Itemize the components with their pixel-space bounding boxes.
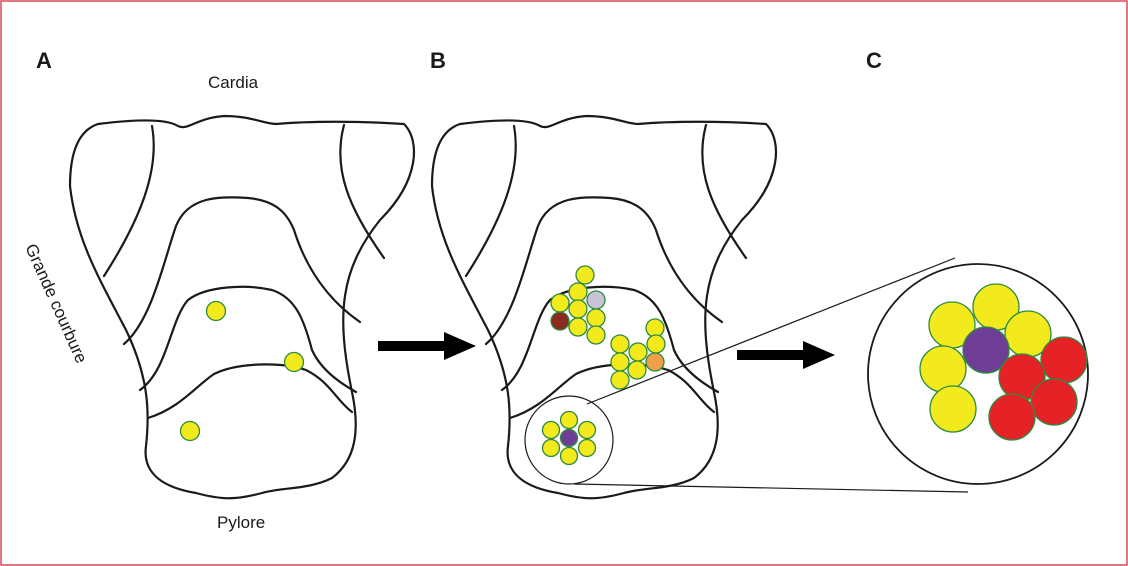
cell <box>551 294 569 312</box>
label-grande-courbure: Grande courbure <box>21 241 91 366</box>
cell-a-1 <box>207 302 226 321</box>
cell <box>543 422 560 439</box>
cell <box>576 266 594 284</box>
panel-label-a: A <box>36 48 52 73</box>
stomach-a-ridge-2 <box>140 287 356 392</box>
arrow-a-to-b <box>378 332 476 360</box>
cell-cluster-b2 <box>611 319 665 389</box>
arrow-b-to-c <box>737 341 835 369</box>
cell <box>561 448 578 465</box>
panel-label-b: B <box>430 48 446 73</box>
stomach-b-fold-right <box>702 125 746 258</box>
stomach-b-outline <box>432 116 776 498</box>
stomach-a-ridge-3 <box>148 364 352 418</box>
label-pylore: Pylore <box>217 513 265 532</box>
cell-red <box>1041 337 1087 383</box>
cell-a-2 <box>285 353 304 372</box>
cell <box>611 353 629 371</box>
cell <box>587 326 605 344</box>
stomach-b-ridge-3 <box>510 364 714 418</box>
cell <box>647 335 665 353</box>
cell <box>920 346 966 392</box>
cell <box>587 309 605 327</box>
cell <box>569 318 587 336</box>
cell-lavender <box>587 291 605 309</box>
stomach-a <box>70 116 414 498</box>
cell <box>930 386 976 432</box>
cell <box>611 371 629 389</box>
cell <box>629 343 647 361</box>
cell <box>569 300 587 318</box>
stomach-b-ridge-2 <box>502 287 718 392</box>
cell-red <box>1031 379 1077 425</box>
cell <box>579 422 596 439</box>
stomach-a-fold-right <box>340 125 384 258</box>
label-cardia: Cardia <box>208 73 259 92</box>
stomach-a-fold-left <box>104 126 154 276</box>
cell <box>543 440 560 457</box>
cell <box>569 283 587 301</box>
cell-brown <box>551 312 569 330</box>
stomach-a-ridge-1 <box>124 197 360 344</box>
stomach-b <box>432 116 776 498</box>
cell <box>579 440 596 457</box>
cell-a-3 <box>181 422 200 441</box>
stomach-b-fold-left <box>466 126 516 276</box>
cell <box>646 319 664 337</box>
cell <box>561 412 578 429</box>
cell <box>628 361 646 379</box>
cell-orange <box>646 353 664 371</box>
cell-purple <box>561 430 578 447</box>
cell-cluster-b1 <box>551 266 605 344</box>
stomach-a-outline <box>70 116 414 498</box>
cell <box>611 335 629 353</box>
panel-label-c: C <box>866 48 882 73</box>
cell-cluster-b3 <box>543 412 596 465</box>
cell-red <box>989 394 1035 440</box>
